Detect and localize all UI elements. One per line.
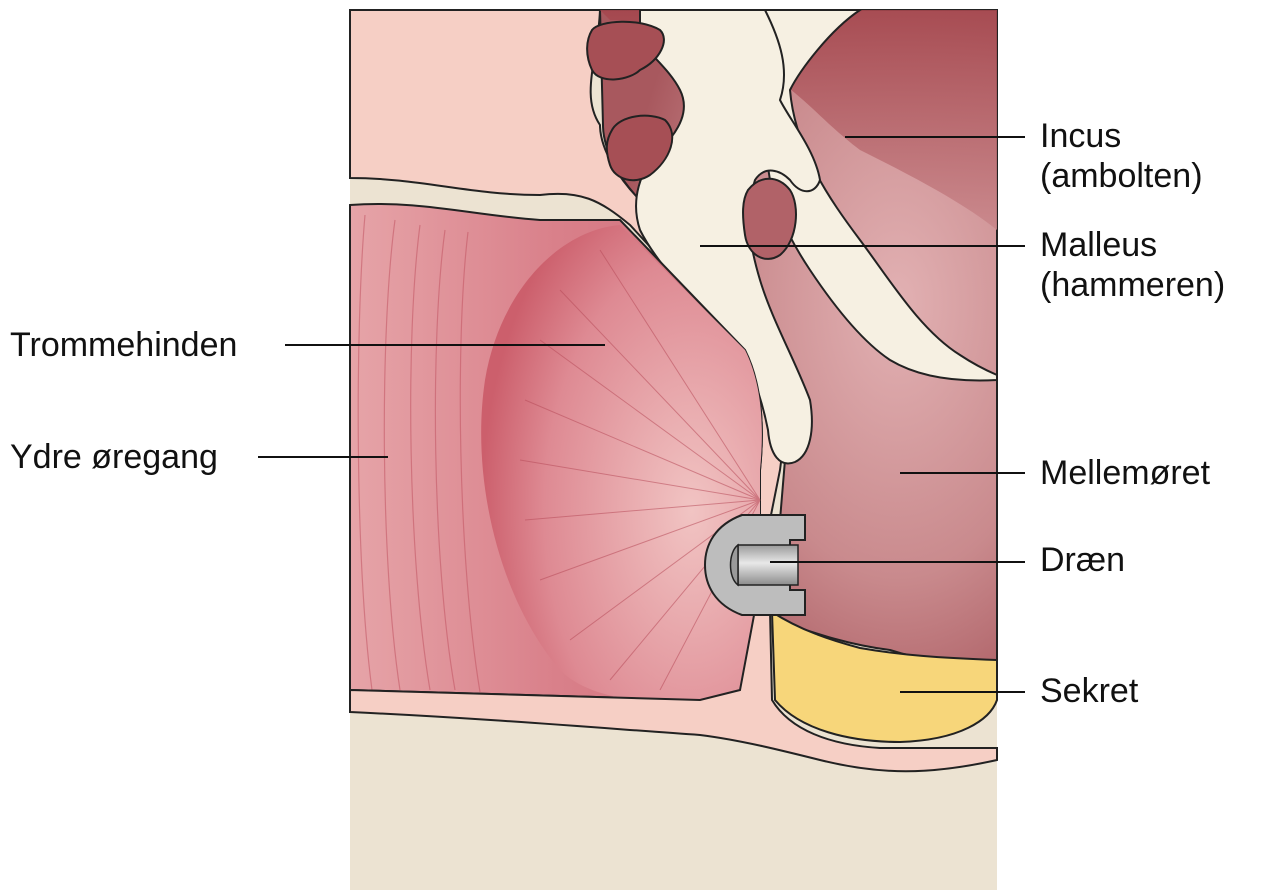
label-ydre-oregang: Ydre øregang (10, 437, 218, 477)
label-trommehinden: Trommehinden (10, 325, 237, 365)
label-incus-line1: Incus (1040, 117, 1121, 155)
drain-tube (705, 515, 805, 615)
label-malleus-line1: Malleus (1040, 226, 1157, 264)
label-incus-line2: (ambolten) (1040, 156, 1203, 196)
label-incus: Incus (ambolten) (1040, 116, 1203, 196)
label-mellemoret: Mellemøret (1040, 453, 1210, 493)
label-draen: Dræn (1040, 540, 1125, 580)
label-malleus-line2: (hammeren) (1040, 265, 1225, 305)
label-malleus: Malleus (hammeren) (1040, 225, 1225, 305)
label-sekret: Sekret (1040, 671, 1138, 711)
